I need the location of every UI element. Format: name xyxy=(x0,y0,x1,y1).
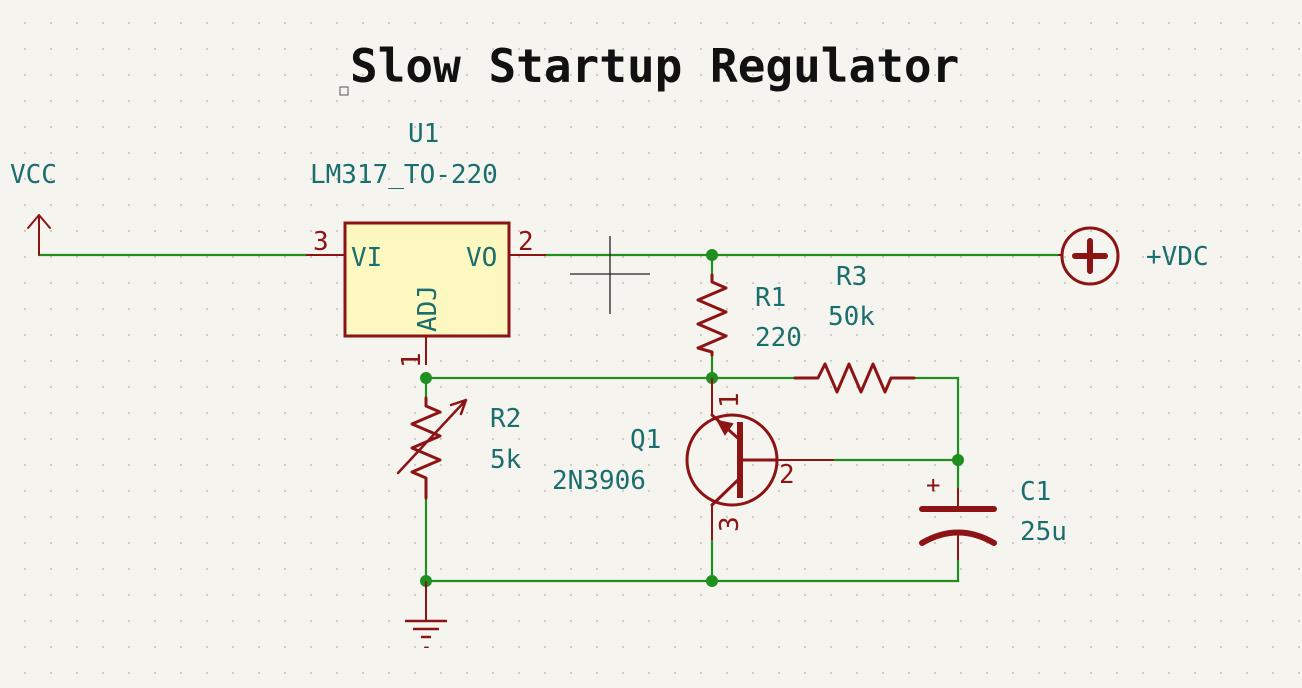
r1-resistor[interactable]: R1 220 xyxy=(696,273,802,357)
r3-zigzag xyxy=(793,362,916,394)
ground-label: - xyxy=(421,636,432,657)
r2-adjust-arrow-icon xyxy=(396,398,468,475)
u1-pin-adj-name: ADJ xyxy=(413,285,443,332)
q1-transistor[interactable]: Q1 2N3906 1 2 3 xyxy=(552,378,834,540)
r3-value: 50k xyxy=(828,302,875,332)
ground-symbol[interactable]: - xyxy=(405,581,447,657)
junction-adj xyxy=(420,372,432,384)
u1-value: LM317_TO-220 xyxy=(310,160,498,190)
r3-resistor[interactable]: R3 50k xyxy=(793,262,916,394)
wires xyxy=(37,253,1060,583)
r1-ref: R1 xyxy=(755,283,786,313)
q1-emitter-arrow-icon xyxy=(716,419,734,436)
u1-pins xyxy=(306,254,546,365)
ground-icon xyxy=(405,619,447,639)
wire-ground-rail xyxy=(424,558,960,583)
vdc-symbol[interactable]: +VDC xyxy=(1058,226,1209,286)
u1-pin-vo-num: 2 xyxy=(518,227,534,257)
q1-pin-emitter-num: 1 xyxy=(715,392,745,408)
r1-value: 220 xyxy=(755,323,802,353)
q1-body-circle xyxy=(685,413,779,507)
r2-ref: R2 xyxy=(490,404,521,434)
vdc-circle xyxy=(1060,226,1120,286)
schematic-title: Slow Startup Regulator xyxy=(350,39,959,93)
q1-pin-collector-num: 3 xyxy=(715,516,745,532)
u1-regulator[interactable]: U1 LM317_TO-220 3 2 VI VO ADJ 1 xyxy=(306,119,546,368)
plus-icon xyxy=(1072,238,1108,274)
c1-plate-bottom xyxy=(919,529,997,546)
r3-ref: R3 xyxy=(836,262,867,292)
r1-zigzag xyxy=(696,273,728,357)
crosshair-cursor-icon xyxy=(570,236,650,314)
vcc-symbol[interactable]: VCC xyxy=(10,160,57,256)
junction-vout xyxy=(706,249,718,261)
u1-pin-adj-num: 1 xyxy=(397,352,427,368)
vcc-label: VCC xyxy=(10,160,57,190)
u1-pin-vi-num: 3 xyxy=(313,227,329,257)
q1-pins xyxy=(711,378,834,540)
c1-polarity-mark: + xyxy=(926,471,940,499)
u1-ref: U1 xyxy=(408,119,439,149)
vcc-arrow-icon xyxy=(27,214,51,256)
q1-pin-base-num: 2 xyxy=(779,460,795,490)
r2-zigzag xyxy=(410,396,442,500)
u1-pin-vo-name: VO xyxy=(466,243,497,273)
wire-r3-to-c1 xyxy=(912,376,960,490)
junction-base-c1 xyxy=(952,454,964,466)
u1-pin-vi-name: VI xyxy=(351,243,382,273)
title-anchor xyxy=(339,86,349,96)
q1-value: 2N3906 xyxy=(552,466,646,496)
vdc-label: +VDC xyxy=(1146,242,1209,272)
c1-capacitor[interactable]: + C1 25u xyxy=(919,471,1067,560)
c1-value: 25u xyxy=(1020,517,1067,547)
u1-body xyxy=(343,221,511,338)
r2-value: 5k xyxy=(490,445,522,475)
c1-ref: C1 xyxy=(1020,477,1051,507)
r2-potentiometer[interactable]: R2 5k xyxy=(396,396,522,500)
q1-ref: Q1 xyxy=(630,425,661,455)
junction-gnd-mid xyxy=(706,575,718,587)
